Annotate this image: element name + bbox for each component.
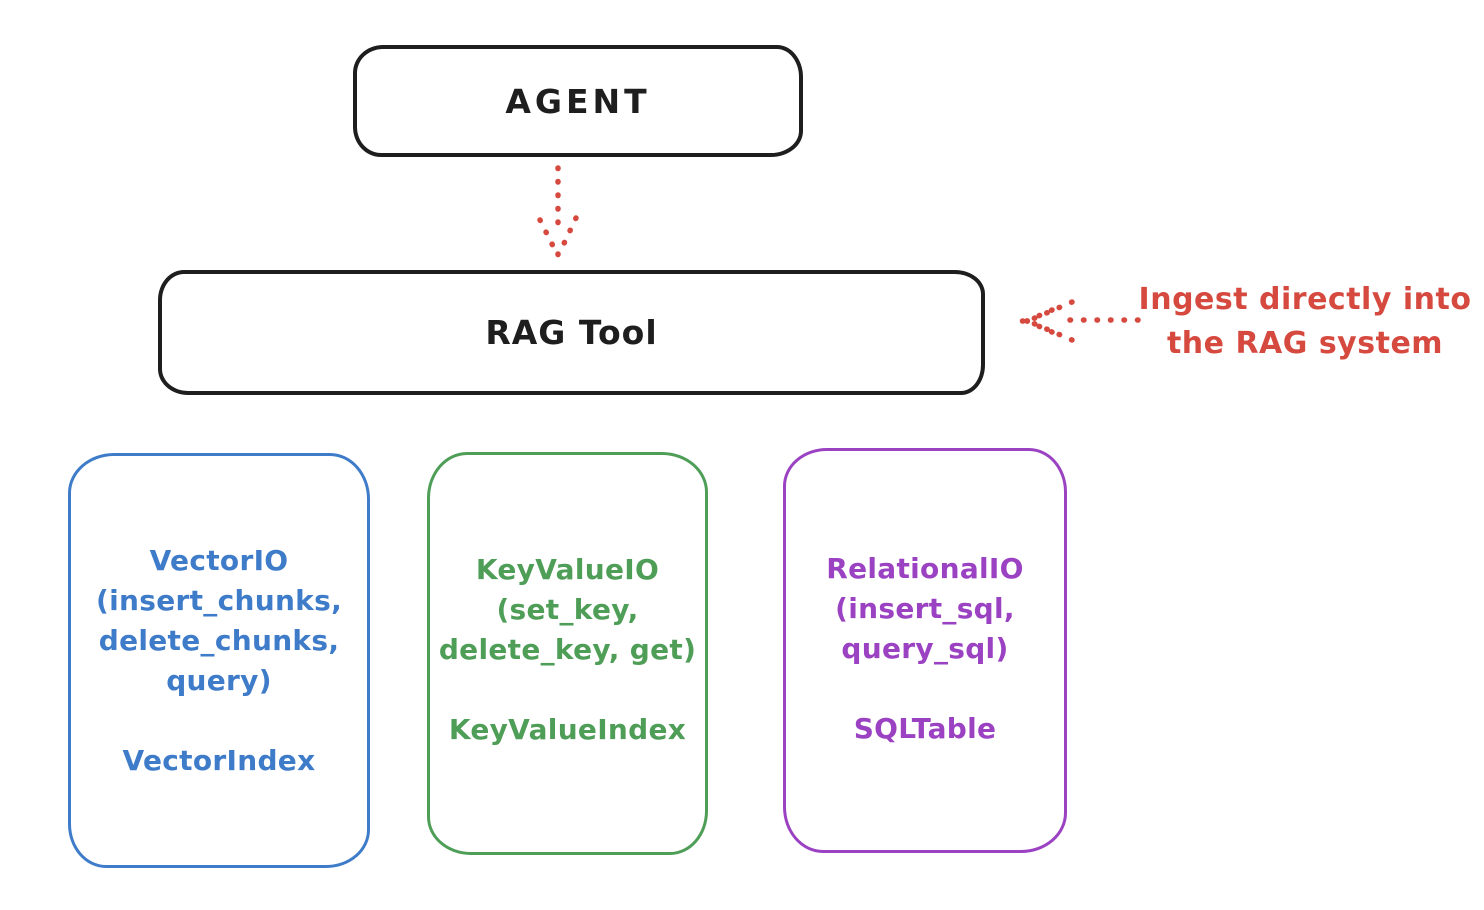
backend-line: (insert_chunks, (96, 584, 342, 617)
rag-tool-label: RAG Tool (485, 313, 658, 352)
backend-line: VectorIO (149, 544, 289, 577)
arrow-agent-to-rag-tool (537, 165, 579, 258)
backend-line: (insert_sql, (835, 592, 1015, 625)
agent-label: AGENT (505, 81, 651, 121)
sql-table-label: SQLTable (853, 712, 997, 745)
node-vectorio: VectorIO (insert_chunks, delete_chunks, … (68, 453, 370, 868)
backend-line: KeyValueIO (475, 553, 660, 586)
annotation-ingest: Ingest directly into the RAG system (1130, 278, 1480, 366)
node-keyvalueio: KeyValueIO (set_key, delete_key, get) Ke… (427, 452, 708, 855)
node-relationalio: RelationalIO (insert_sql, query_sql) SQL… (783, 448, 1067, 853)
arrow-annotation-to-rag-tool (1019, 299, 1141, 343)
keyvalue-index-label: KeyValueIndex (448, 713, 687, 746)
backend-line: delete_key, get) (438, 633, 697, 666)
backend-line: query_sql) (841, 632, 1009, 665)
backend-line: query) (166, 664, 272, 697)
annotation-line: Ingest directly into (1138, 282, 1472, 317)
annotation-line: the RAG system (1166, 326, 1444, 361)
vector-index-label: VectorIndex (122, 744, 316, 777)
backend-line: RelationalIO (826, 552, 1024, 585)
node-agent: AGENT (353, 45, 803, 157)
node-rag-tool: RAG Tool (158, 270, 985, 395)
backend-line: (set_key, (496, 593, 639, 626)
backend-line: delete_chunks, (98, 624, 340, 657)
